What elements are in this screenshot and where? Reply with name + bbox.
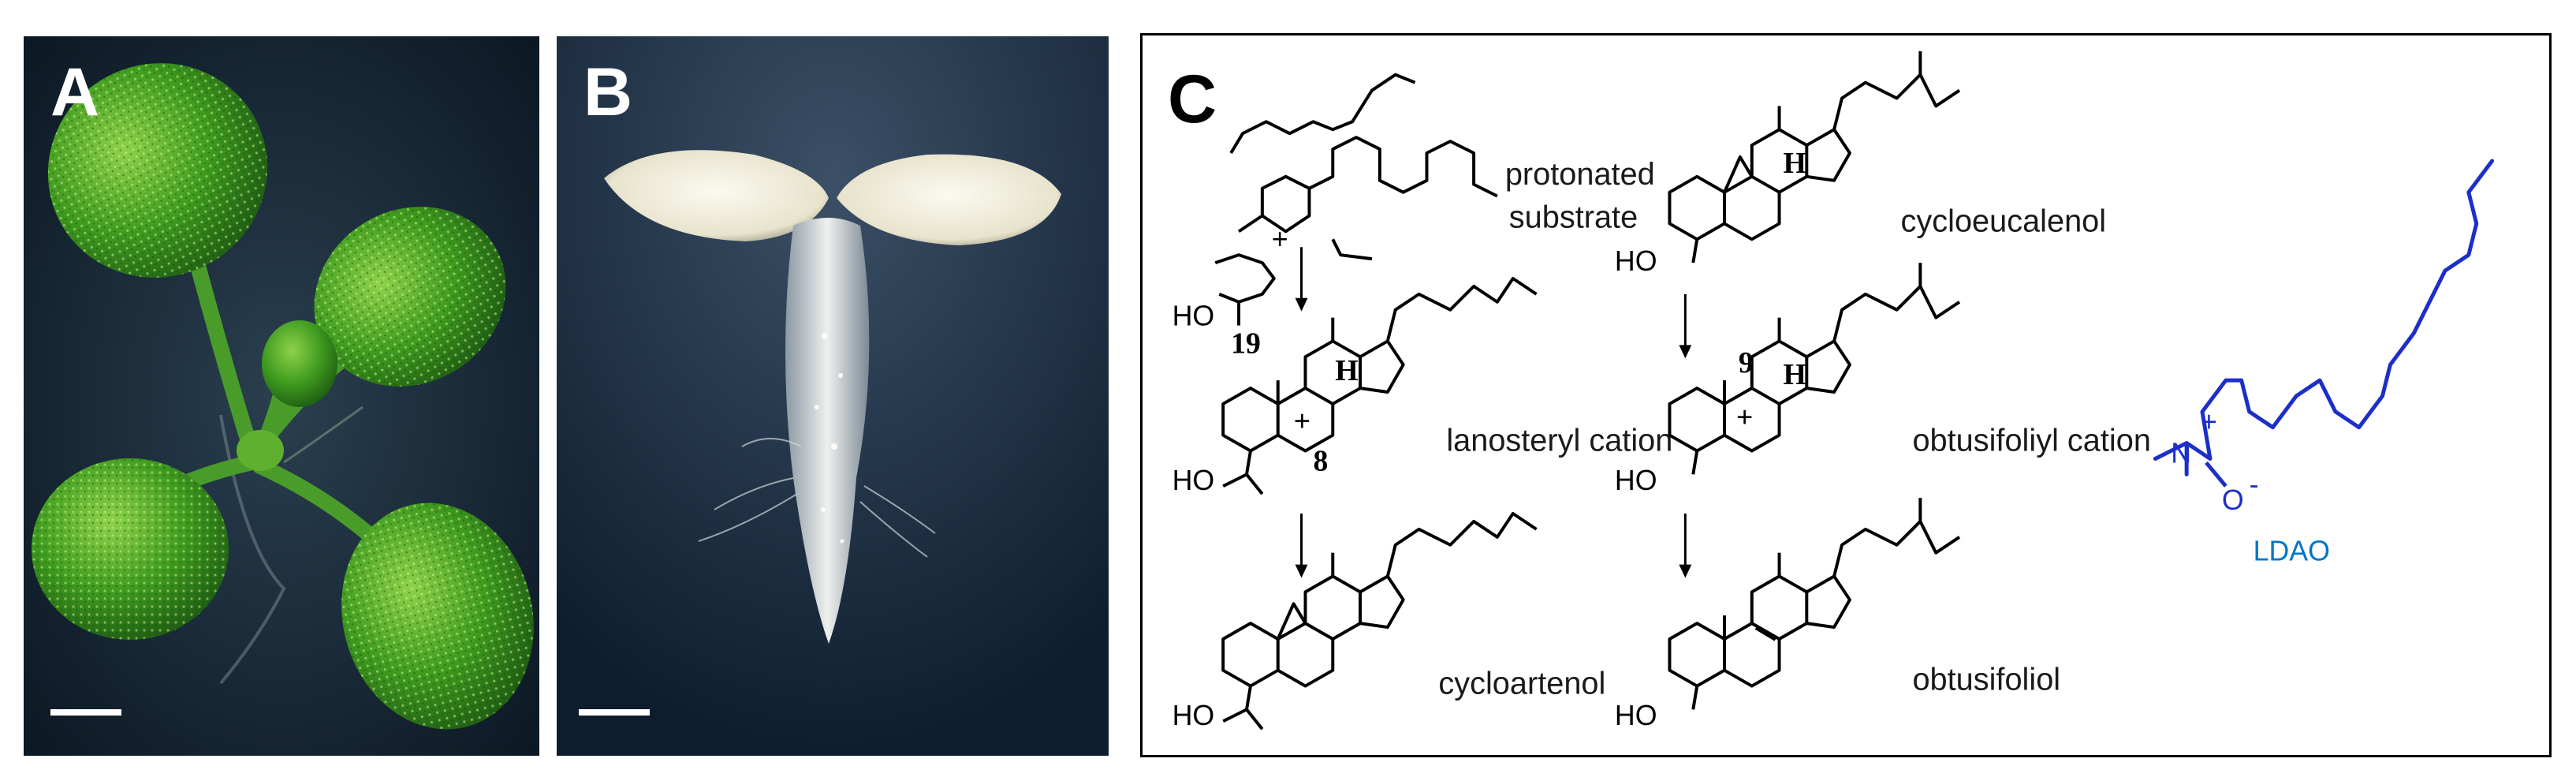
substrate-ho: HO bbox=[1172, 301, 1215, 332]
panel-c: C HO + protonated substrate bbox=[1140, 33, 2552, 757]
panel-b: B bbox=[557, 36, 1109, 756]
label-cycloartenol: cycloartenol bbox=[1438, 667, 1605, 701]
lanosteryl-h: H bbox=[1335, 354, 1358, 387]
obtusifoliyl-h: H bbox=[1784, 358, 1806, 391]
panel-letter-a: A bbox=[50, 54, 100, 130]
lanosteryl-plus: + bbox=[1294, 405, 1311, 439]
lanosteryl-ho: HO bbox=[1172, 465, 1215, 496]
scale-bar bbox=[50, 709, 121, 716]
label-protonated: protonated bbox=[1505, 157, 1655, 192]
ldao-n-plus: + bbox=[2201, 406, 2217, 438]
carbon-8-label: 8 bbox=[1313, 444, 1328, 477]
ldao-o-minus: - bbox=[2250, 469, 2259, 500]
cycloeucalenol-ho: HO bbox=[1615, 245, 1657, 277]
ldao-structure bbox=[2153, 159, 2495, 488]
obtusifoliyl-plus: + bbox=[1736, 402, 1754, 435]
label-ldao: LDAO bbox=[2254, 536, 2330, 567]
carbon-9-label: 9 bbox=[1739, 346, 1754, 379]
panel-letter-c: C bbox=[1168, 62, 1217, 137]
obtusifoliol-ho: HO bbox=[1615, 700, 1657, 731]
label-substrate: substrate bbox=[1509, 200, 1638, 234]
panel-letter-b: B bbox=[583, 54, 633, 130]
cycloartenol-ho: HO bbox=[1172, 700, 1215, 731]
label-cycloeucalenol: cycloeucalenol bbox=[1901, 204, 2107, 238]
sterol-pathway-scheme: HO + protonated substrate 19 8 + H HO la bbox=[1172, 50, 2495, 731]
seedling-photo bbox=[24, 36, 539, 756]
panel-a: A bbox=[24, 36, 539, 756]
label-lanosteryl-cation: lanosteryl cation bbox=[1446, 424, 1672, 458]
ldao-o: O bbox=[2222, 484, 2244, 516]
carbon-19-label: 19 bbox=[1231, 327, 1261, 360]
substrate-plus: + bbox=[1272, 223, 1288, 255]
callus-photo bbox=[557, 36, 1109, 756]
label-obtusifoliyl-cation: obtusifoliyl cation bbox=[1912, 424, 2150, 458]
cycloeucalenol-h: H bbox=[1784, 147, 1806, 180]
label-obtusifoliol: obtusifoliol bbox=[1912, 663, 2060, 697]
svg-text:HO: HO bbox=[1172, 301, 1215, 332]
obtusifoliyl-ho: HO bbox=[1615, 465, 1657, 496]
ldao-n: N bbox=[2171, 437, 2191, 469]
scale-bar bbox=[579, 709, 650, 716]
